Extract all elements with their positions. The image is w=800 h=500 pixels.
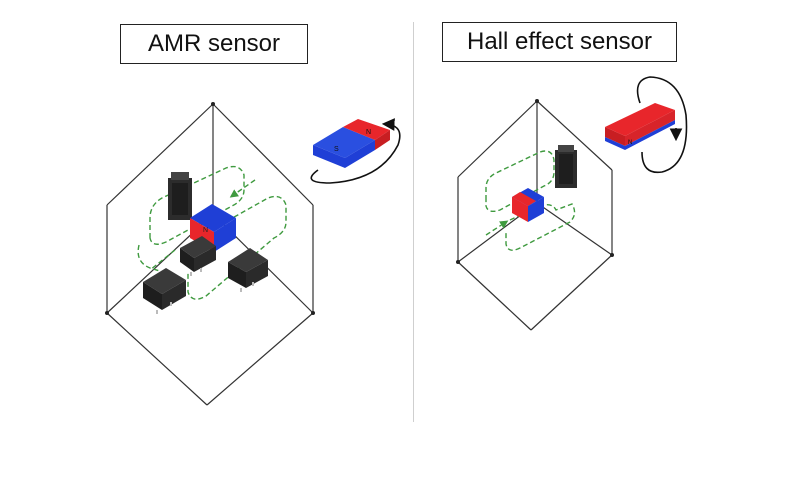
hall-sensor-chip-back bbox=[555, 145, 577, 188]
amr-field-lines bbox=[137, 165, 287, 300]
amr-center-magnet-label: N bbox=[203, 227, 208, 234]
amr-magnet-south-label: S bbox=[334, 146, 339, 153]
amr-rotation-arrow bbox=[310, 118, 401, 184]
hall-center-magnet bbox=[512, 188, 544, 222]
amr-magnet-north-label: N bbox=[366, 129, 371, 136]
amr-sensor-chip-left bbox=[143, 268, 186, 314]
hall-field-lines bbox=[485, 150, 576, 251]
amr-axis-endpoints bbox=[105, 102, 315, 315]
amr-sensor-chip-back bbox=[168, 172, 192, 220]
amr-sensor-chip-center bbox=[180, 236, 216, 276]
hall-magnet-north-label: N bbox=[628, 140, 632, 146]
panel-divider bbox=[413, 22, 414, 422]
hall-rotating-magnet: N bbox=[605, 103, 675, 150]
amr-sensor-title: AMR sensor bbox=[120, 24, 308, 64]
amr-sensor-chip-right bbox=[228, 248, 268, 292]
hall-rotation-arrow bbox=[636, 76, 688, 174]
hall-effect-sensor-title: Hall effect sensor bbox=[442, 22, 677, 62]
amr-rotating-magnet: S N bbox=[313, 119, 390, 168]
hall-axis-endpoints bbox=[456, 99, 614, 264]
